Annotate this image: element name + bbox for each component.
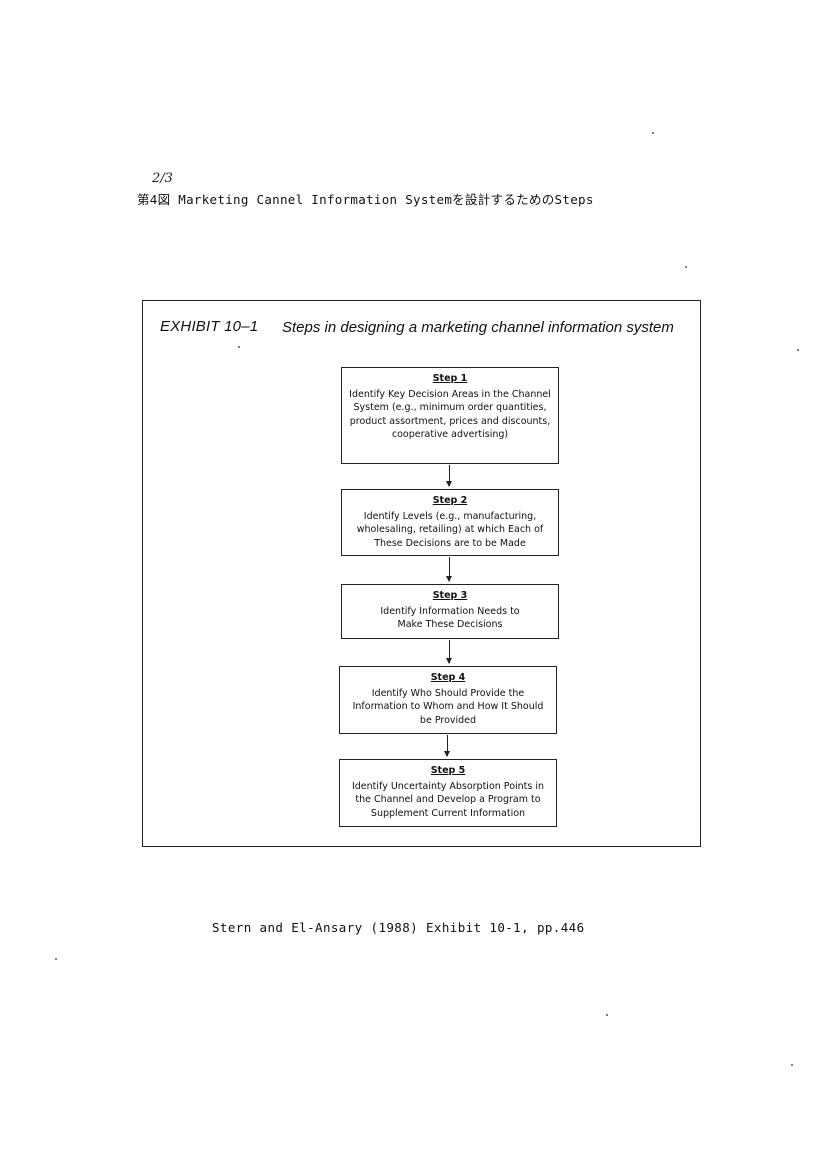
flow-step-2: Step 2 Identify Levels (e.g., manufactur… [341,489,559,556]
step-5-title: Step 5 [430,765,466,776]
handwritten-page-mark: 2/3 [152,171,173,186]
step-4-title: Step 4 [430,672,466,683]
flow-step-1: Step 1 Identify Key Decision Areas in th… [341,367,559,464]
flow-step-3: Step 3 Identify Information Needs to Mak… [341,584,559,639]
step-4-text: Identify Who Should Provide the Informat… [352,687,544,726]
flow-step-4: Step 4 Identify Who Should Provide the I… [339,666,557,734]
step-2-title: Step 2 [432,495,468,506]
scan-speck [238,346,240,348]
step-3-title: Step 3 [432,590,468,601]
flow-arrow-2-3 [444,557,454,582]
step-1-title: Step 1 [432,373,468,384]
exhibit-label: EXHIBIT 10–1 [160,318,259,335]
scan-speck [606,1014,608,1016]
scan-speck [791,1064,793,1066]
flow-step-5: Step 5 Identify Uncertainty Absorption P… [339,759,557,827]
step-3-text: Identify Information Needs to Make These… [380,605,520,631]
step-1-text: Identify Key Decision Areas in the Chann… [349,388,551,441]
scan-speck [652,132,654,134]
flow-arrow-4-5 [442,735,452,757]
source-citation: Stern and El-Ansary (1988) Exhibit 10-1,… [212,920,585,935]
scan-speck [797,349,799,351]
step-5-text: Identify Uncertainty Absorption Points i… [351,780,545,819]
scan-speck [55,958,57,960]
flow-arrow-3-4 [444,640,454,664]
step-2-text: Identify Levels (e.g., manufacturing, wh… [356,510,544,549]
scan-speck [685,266,687,268]
figure-caption: 第4図 Marketing Cannel Information Systemを… [137,192,594,207]
exhibit-frame [142,300,701,847]
flow-arrow-1-2 [444,465,454,487]
exhibit-title: Steps in designing a marketing channel i… [282,319,674,336]
